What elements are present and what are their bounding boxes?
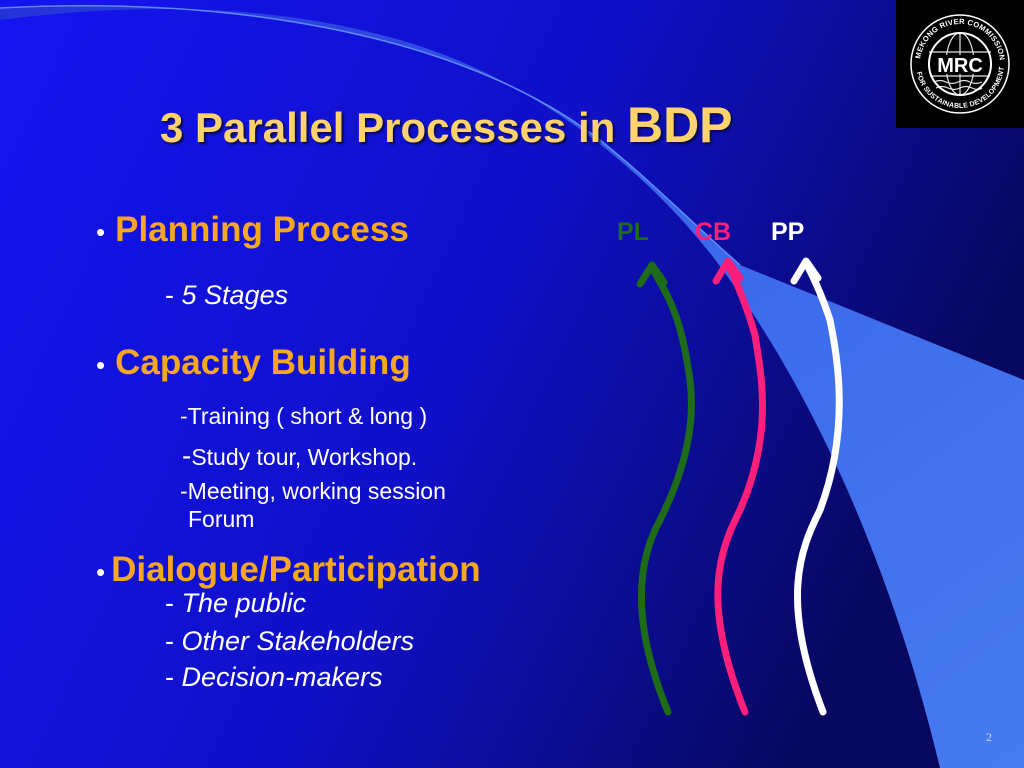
globe-waves-icon: MRC MEKONG RIVER COMMISSION FOR SUSTAINA… [910,14,1010,114]
sub-item: - Decision-makers [165,662,383,692]
bullet-planning: • Planning Process [96,210,409,250]
bullet-dialogue: •Dialogue/Participation [96,550,481,590]
svg-text:MRC: MRC [937,55,983,77]
sub-item: -Meeting, working session [180,478,446,504]
bullet-dot-icon: • [96,350,106,380]
page-number: 2 [986,730,992,744]
arrow-label-cb: CB [695,218,732,246]
sub-item: - Other Stakeholders [165,626,415,656]
arrow-pp [790,257,843,716]
arrow-pl [636,261,695,716]
wedge-edge-line [0,5,741,266]
bullet-label: Planning Process [115,210,409,249]
bullet-dot-icon: • [96,217,106,247]
arrow-cb [712,257,766,716]
blue-wedge-shape [0,5,1024,768]
sub-item: -Study tour, Workshop. [182,440,418,471]
mrc-logo: MRC MEKONG RIVER COMMISSION FOR SUSTAINA… [896,0,1024,128]
arrow-label-pp: PP [771,218,805,246]
bullet-capacity: • Capacity Building [96,343,411,383]
slide-title: 3 Parallel Processes in BDP [160,96,733,154]
bullet-label: Capacity Building [115,343,411,382]
sub-item: - The public [165,588,307,618]
title-emphasis-text: BDP [626,97,733,153]
arrow-label-pl: PL [617,218,649,246]
title-main-text: 3 Parallel Processes in [160,104,627,151]
sub-item: - 5 Stages [165,280,289,310]
bullet-label: Dialogue/Participation [111,550,481,589]
sub-item: -Training ( short & long ) [180,403,428,429]
sub-item: Forum [188,506,255,532]
bullet-dot-icon: • [96,557,106,587]
